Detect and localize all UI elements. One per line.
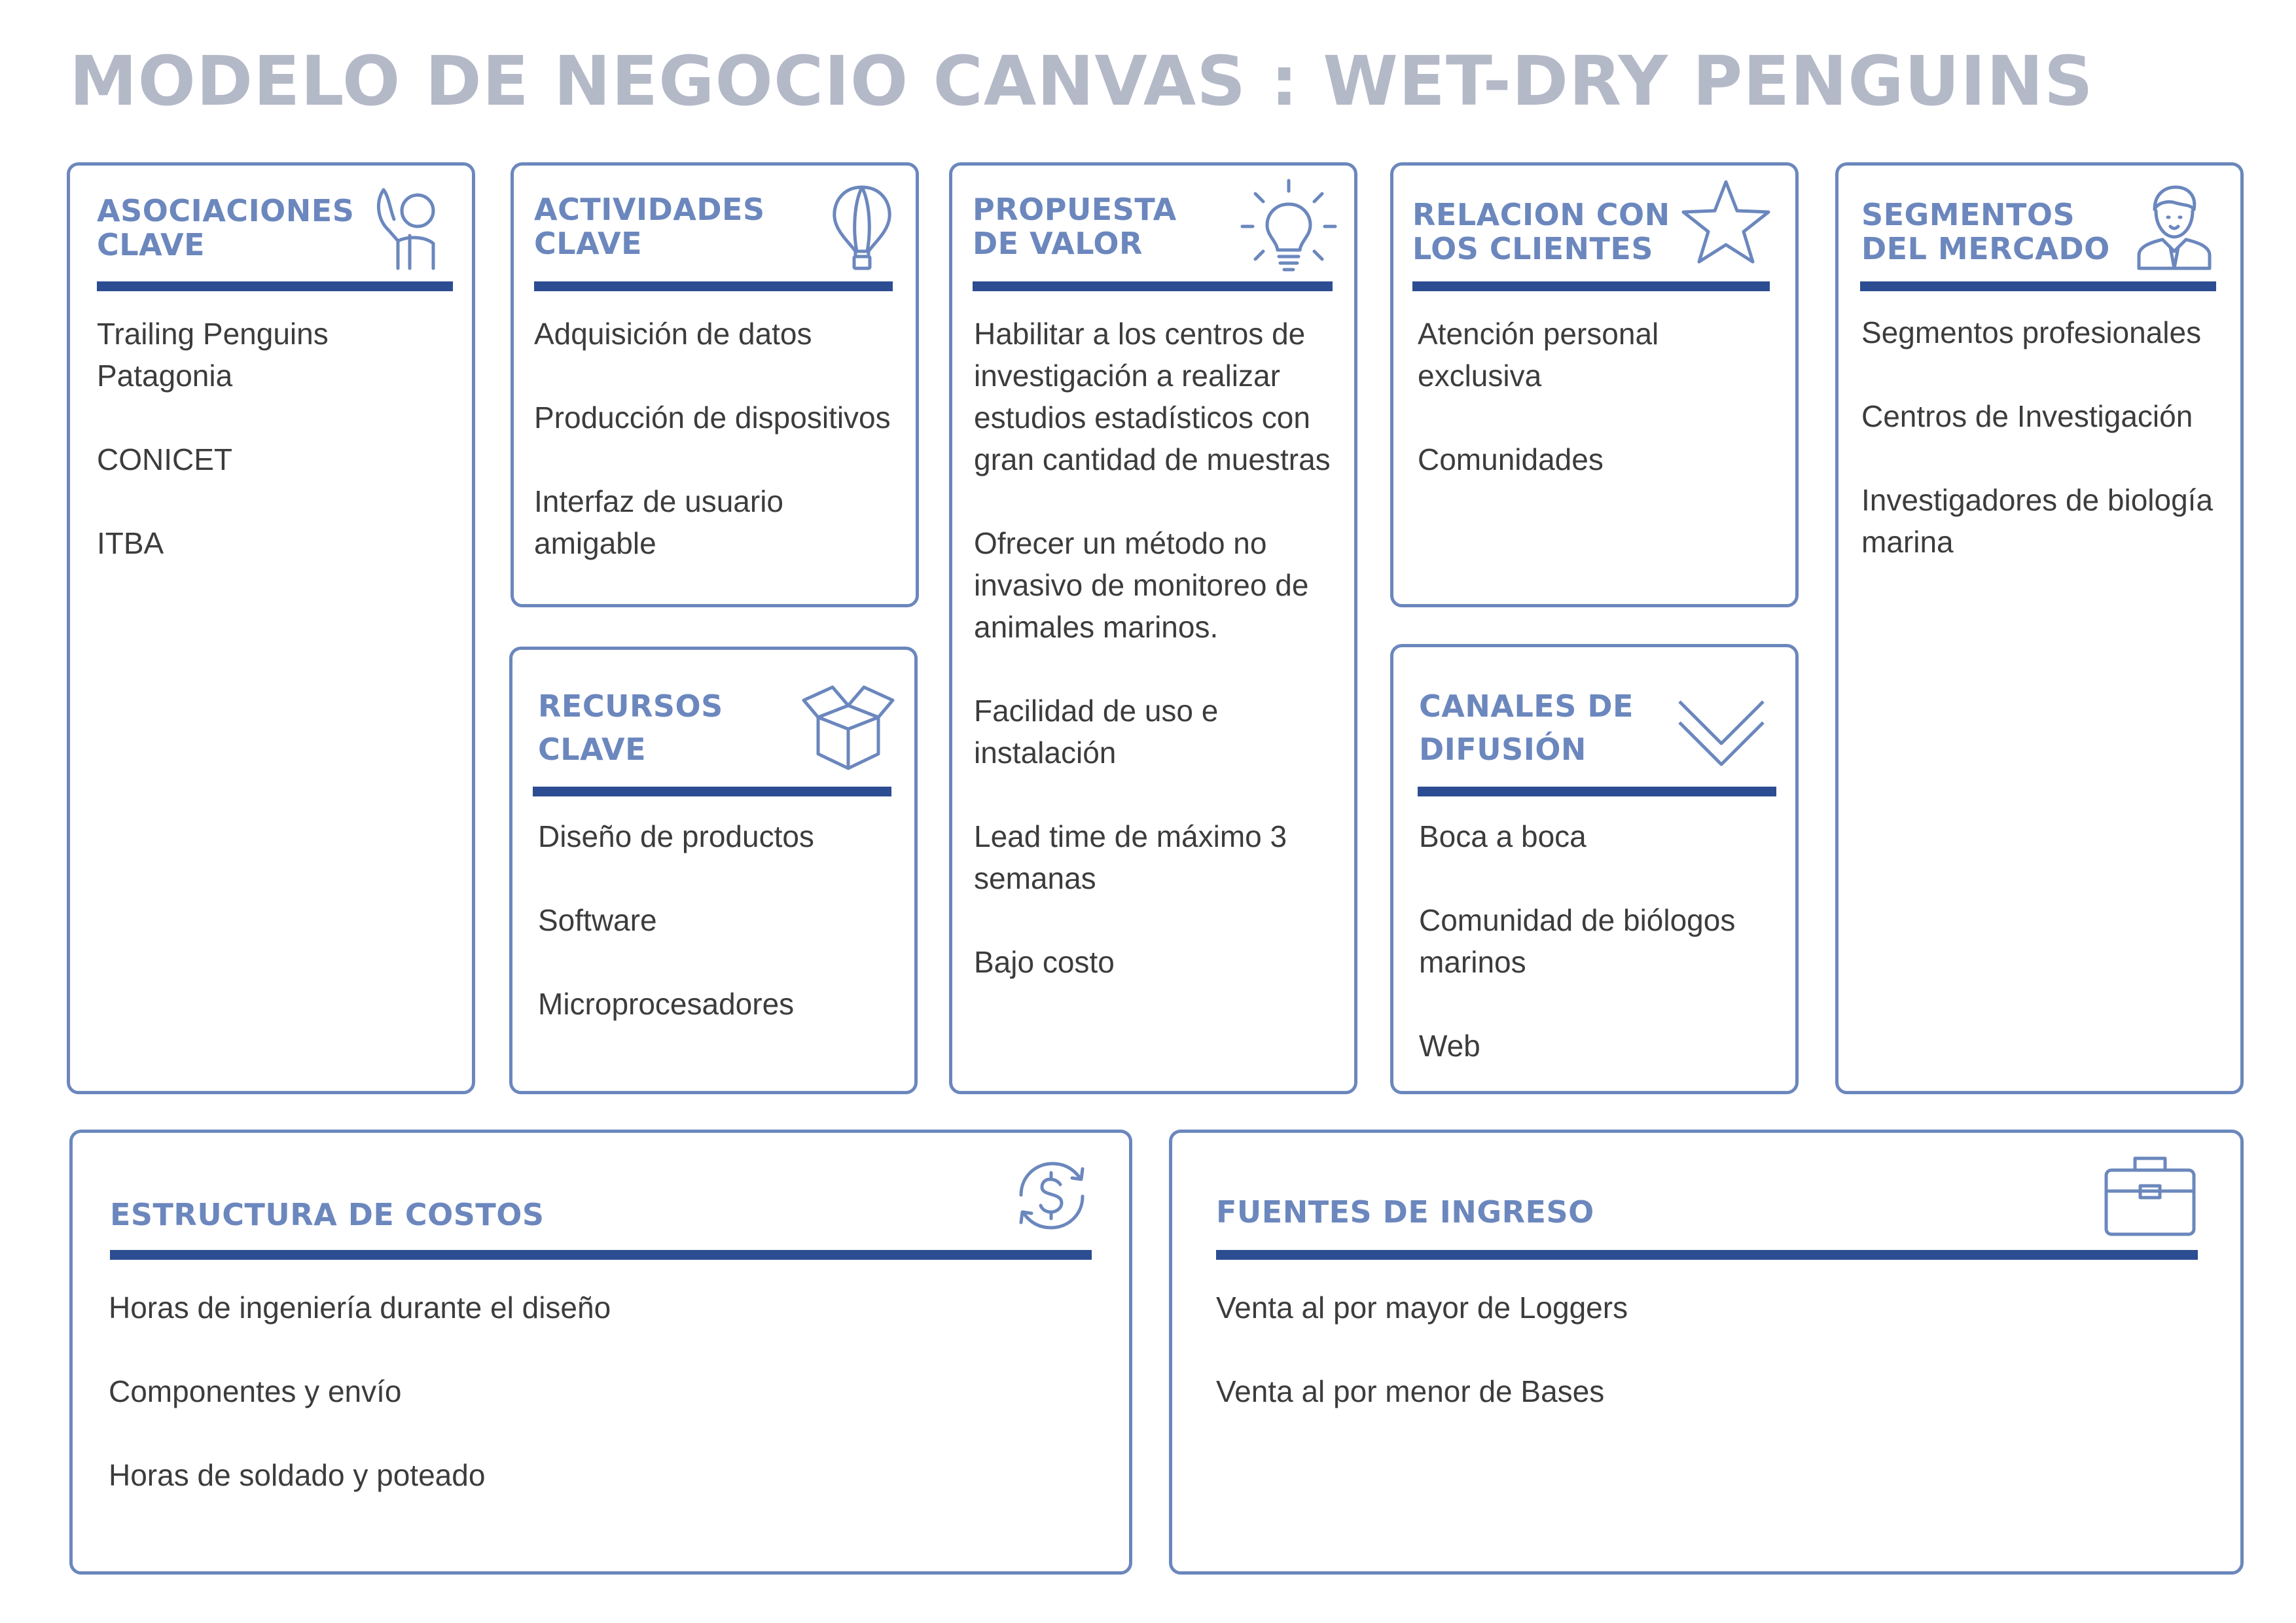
list-item: Boca a boca [1419, 819, 1587, 853]
list-item: Bajo costo [974, 945, 1115, 979]
list-item: Centros de Investigación [1861, 399, 2193, 433]
heading-line: PROPUESTA [973, 192, 1177, 227]
list-item: Comunidad de biólogos marinos [1419, 903, 1736, 979]
heading-line: CLAVE [97, 227, 206, 262]
ingresos-rule [1216, 1250, 2198, 1260]
heading-line: CLAVE [534, 226, 643, 261]
list-item: Horas de ingeniería durante el diseño [109, 1291, 611, 1325]
list-item: Microprocesadores [538, 987, 795, 1021]
raised-hand-icon [370, 183, 450, 272]
relacion-clientes-card [1390, 162, 1799, 607]
recursos-rule [533, 787, 891, 796]
dollar-refresh-icon [1009, 1153, 1094, 1238]
list-item: Horas de soldado y poteado [109, 1458, 486, 1492]
heading-line: RECURSOS [538, 688, 723, 724]
list-item: Producción de dispositivos [534, 401, 891, 435]
heading-line: FUENTES DE INGRESO [1216, 1194, 1594, 1230]
list-item: ITBA [97, 526, 164, 560]
actividades-list: Adquisición de datos Producción de dispo… [534, 313, 907, 606]
asociaciones-clave-heading: ASOCIACIONES CLAVE [97, 194, 354, 262]
list-item: Segmentos profesionales [1861, 315, 2202, 349]
fuentes-ingreso-heading: FUENTES DE INGRESO [1216, 1195, 1594, 1229]
list-item: Ofrecer un método no invasivo de monitor… [974, 526, 1309, 644]
heading-line: CANALES DE [1419, 688, 1634, 724]
heading-line: LOS CLIENTES [1412, 231, 1653, 266]
heading-line: DEL MERCADO [1861, 231, 2110, 266]
list-item: Comunidades [1418, 442, 1604, 476]
list-item: Trailing Penguins Patagonia [97, 317, 329, 393]
heading-line: RELACION CON [1412, 197, 1670, 232]
page-title: MODELO DE NEGOCIO CANVAS : WET-DRY PENGU… [69, 41, 2094, 121]
list-item: Venta al por menor de Bases [1216, 1374, 1605, 1408]
asociaciones-rule [97, 281, 453, 291]
propuesta-de-valor-heading: PROPUESTA DE VALOR [973, 192, 1177, 260]
heading-line: DE VALOR [973, 226, 1143, 261]
asociaciones-list: Trailing Penguins Patagonia CONICET ITBA [97, 313, 450, 606]
heading-line: CLAVE [538, 732, 647, 767]
relacion-list: Atención personal exclusiva Comunidades [1418, 313, 1771, 522]
list-item: Habilitar a los centros de investigación… [974, 317, 1331, 476]
costos-rule [110, 1250, 1092, 1260]
list-item: Componentes y envío [109, 1374, 402, 1408]
costos-list: Horas de ingeniería durante el diseño Co… [109, 1287, 1025, 1538]
lightbulb-icon [1240, 177, 1338, 275]
segmentos-mercado-heading: SEGMENTOS DEL MERCADO [1861, 198, 2110, 266]
estructura-costos-heading: ESTRUCTURA DE COSTOS [110, 1198, 544, 1232]
star-icon [1681, 178, 1771, 266]
list-item: Web [1419, 1029, 1480, 1063]
heading-line: ASOCIACIONES [97, 193, 355, 228]
list-item: Adquisición de datos [534, 317, 812, 351]
list-item: Venta al por mayor de Loggers [1216, 1291, 1628, 1325]
chevron-down-icon [1676, 698, 1767, 770]
recursos-clave-card [509, 647, 918, 1094]
open-box-icon [800, 681, 897, 772]
heading-line: SEGMENTOS [1861, 197, 2075, 232]
list-item: Lead time de máximo 3 semanas [974, 819, 1287, 895]
list-item: Investigadores de biología marina [1861, 483, 2214, 559]
heading-line: ACTIVIDADES [534, 192, 765, 227]
canales-difusion-card [1390, 644, 1799, 1094]
fuentes-ingreso-card [1169, 1130, 2244, 1575]
list-item: Software [538, 903, 657, 937]
list-item: Diseño de productos [538, 819, 814, 853]
list-item: CONICET [97, 442, 232, 476]
heading-line: ESTRUCTURA DE COSTOS [110, 1197, 545, 1232]
segmentos-rule [1860, 281, 2216, 291]
actividades-rule [534, 281, 893, 291]
recursos-list: Diseño de productos Software Microproces… [538, 815, 905, 1067]
ingresos-list: Venta al por mayor de Loggers Venta al p… [1216, 1287, 2132, 1454]
list-item: Interfaz de usuario amigable [534, 484, 784, 560]
heading-line: DIFUSIÓN [1419, 732, 1587, 767]
canales-list: Boca a boca Comunidad de biólogos marino… [1419, 815, 1772, 1109]
actividades-clave-card [511, 162, 919, 607]
relacion-clientes-heading: RELACION CON LOS CLIENTES [1412, 198, 1670, 266]
segmentos-list: Segmentos profesionales Centros de Inves… [1861, 312, 2228, 605]
actividades-clave-heading: ACTIVIDADES CLAVE [534, 192, 765, 260]
propuesta-rule [973, 281, 1333, 291]
estructura-costos-card [69, 1130, 1132, 1575]
hot-air-balloon-icon [829, 183, 895, 272]
person-icon [2135, 183, 2214, 271]
briefcase-icon [2102, 1154, 2198, 1238]
list-item: Atención personal exclusiva [1418, 317, 1659, 393]
segmentos-mercado-card [1835, 162, 2244, 1094]
asociaciones-clave-card [67, 162, 475, 1094]
canales-difusion-heading: CANALES DE DIFUSIÓN [1419, 685, 1634, 771]
canales-rule [1418, 787, 1776, 796]
list-item: Facilidad de uso e instalación [974, 694, 1219, 770]
propuesta-de-valor-card [949, 162, 1357, 1094]
recursos-clave-heading: RECURSOS CLAVE [538, 685, 723, 771]
propuesta-list: Habilitar a los centros de investigación… [974, 313, 1334, 1025]
relacion-rule [1412, 281, 1770, 291]
